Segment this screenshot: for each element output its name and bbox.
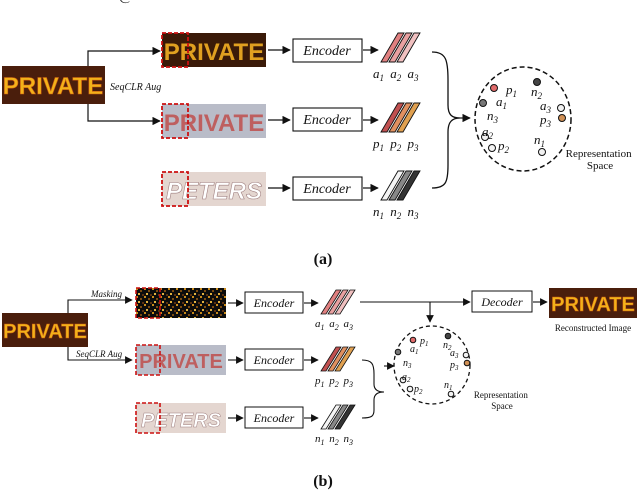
decoder-label-b: Decoder xyxy=(480,295,523,309)
negative-crop-b xyxy=(135,402,161,434)
svg-text:n3: n3 xyxy=(487,108,499,125)
source-word-b: PRIVATE xyxy=(3,321,87,343)
representation-space-b xyxy=(393,325,471,405)
encoder-box-a2: Encoder xyxy=(292,107,363,132)
masked-crop-b xyxy=(135,287,161,319)
positive-image-b: PRIVATE xyxy=(135,344,226,376)
aug-label-a: SeqCLR Aug xyxy=(110,82,161,93)
branch-line-a-2 xyxy=(87,104,161,126)
positive-word-a: PRIVATE xyxy=(164,110,264,137)
encoder-label-b1: Encoder xyxy=(253,296,295,310)
brace-b xyxy=(361,359,385,419)
source-image-a: PRIVATE xyxy=(2,66,105,104)
svg-text:p2: p2 xyxy=(413,384,423,396)
brace-a xyxy=(431,51,461,189)
branch-line-b-2 xyxy=(67,347,133,364)
vector-labels-a3: n1 n2 n3 xyxy=(373,204,419,222)
space-labels-a: n2 a1 p1 n3 a3 p3 a2 p2 n1 xyxy=(482,82,552,155)
positive-vectors-a xyxy=(380,102,421,133)
svg-text:n2: n2 xyxy=(443,340,452,352)
vector-labels-b1: a1 a2 a3 xyxy=(315,318,353,333)
panel-label-b: (b) xyxy=(313,473,333,490)
positive-vectors-b xyxy=(320,346,356,372)
space-label-b: Representation Space xyxy=(474,390,530,411)
encoder-box-a3: Encoder xyxy=(292,176,363,201)
svg-text:p1: p1 xyxy=(419,336,429,348)
panel-a: PRIVATE SeqCLR Aug PRIVATE PRIVATE PETER… xyxy=(2,32,635,268)
space-points-a xyxy=(479,78,566,156)
space-labels-b: n2 a1 p1 n3 a3 p3 a2 p2 n1 xyxy=(402,336,459,396)
anchor-crop-a xyxy=(161,32,189,68)
anchor-image-a: PRIVATE xyxy=(161,32,266,68)
encoder-label-a3: Encoder xyxy=(302,182,351,197)
source-word-a: PRIVATE xyxy=(3,73,103,100)
svg-text:a2: a2 xyxy=(402,372,411,384)
svg-text:p1: p1 xyxy=(505,82,517,99)
vector-labels-b3: n1 n2 n3 xyxy=(315,433,353,448)
encoder-label-a2: Encoder xyxy=(302,113,351,128)
positive-image-a: PRIVATE xyxy=(161,103,266,139)
source-image-b: PRIVATE xyxy=(2,313,88,347)
anchor-vectors-a xyxy=(380,32,421,63)
encoder-box-b1: Encoder xyxy=(244,291,304,314)
panel-label-a: (a) xyxy=(314,251,333,268)
vector-labels-a1: a1 a2 a3 xyxy=(373,66,419,84)
svg-text:p2: p2 xyxy=(497,138,510,155)
space-points-b xyxy=(394,332,471,398)
vector-labels-a2: p1 p2 p3 xyxy=(372,136,419,154)
svg-text:a1: a1 xyxy=(496,94,507,111)
anchor-vectors-b xyxy=(320,289,356,315)
representation-space-a xyxy=(474,66,572,172)
svg-text:a1: a1 xyxy=(410,344,419,356)
output-label-b: Reconstructed Image xyxy=(555,323,631,333)
encoder-label-b3: Encoder xyxy=(253,411,295,425)
encoder-label-b2: Encoder xyxy=(253,353,295,367)
negative-image-b: PETERS xyxy=(135,402,226,434)
positive-crop-b xyxy=(135,344,161,376)
vector-labels-b2: p1 p2 p3 xyxy=(314,375,353,390)
svg-text:p3: p3 xyxy=(449,360,459,372)
aug-label-b: SeqCLR Aug xyxy=(76,349,123,359)
negative-word-b: PETERS xyxy=(141,410,222,432)
positive-crop-a xyxy=(161,103,189,139)
svg-text:n3: n3 xyxy=(403,358,412,370)
negative-word-a: PETERS xyxy=(166,178,262,205)
decoder-box-b: Decoder xyxy=(471,290,533,313)
masked-image-b xyxy=(135,287,226,319)
top-author-email-fragment: nsu@fnstu.edu.cn xyxy=(98,0,640,8)
negative-vectors-b xyxy=(320,404,356,430)
svg-text:n1: n1 xyxy=(444,380,453,392)
negative-vectors-a xyxy=(380,170,421,201)
encoder-box-a1: Encoder xyxy=(292,38,363,63)
space-label-a: Representation Space xyxy=(566,148,635,172)
branch-line-a xyxy=(87,46,161,66)
negative-crop-a xyxy=(161,171,189,207)
masking-label-b: Masking xyxy=(90,289,122,299)
panel-b: PRIVATE Masking SeqCLR Aug PRIVATE PETER… xyxy=(2,287,637,490)
output-word-b: PRIVATE xyxy=(551,294,635,316)
branch-line-b xyxy=(67,296,133,313)
positive-word-b: PRIVATE xyxy=(139,351,223,373)
negative-image-a: PETERS xyxy=(161,171,266,207)
svg-text:n1: n1 xyxy=(534,132,545,149)
svg-text:a3: a3 xyxy=(540,98,552,115)
encoder-box-b2: Encoder xyxy=(244,348,304,371)
anchor-word-a: PRIVATE xyxy=(164,39,264,66)
svg-text:p3: p3 xyxy=(539,112,552,129)
svg-text:a2: a2 xyxy=(482,124,494,141)
svg-text:n2: n2 xyxy=(531,84,543,101)
svg-text:a3: a3 xyxy=(450,348,459,360)
encoder-label-a1: Encoder xyxy=(302,44,351,59)
encoder-box-b3: Encoder xyxy=(244,406,304,429)
reconstructed-image-b: PRIVATE xyxy=(549,288,637,318)
